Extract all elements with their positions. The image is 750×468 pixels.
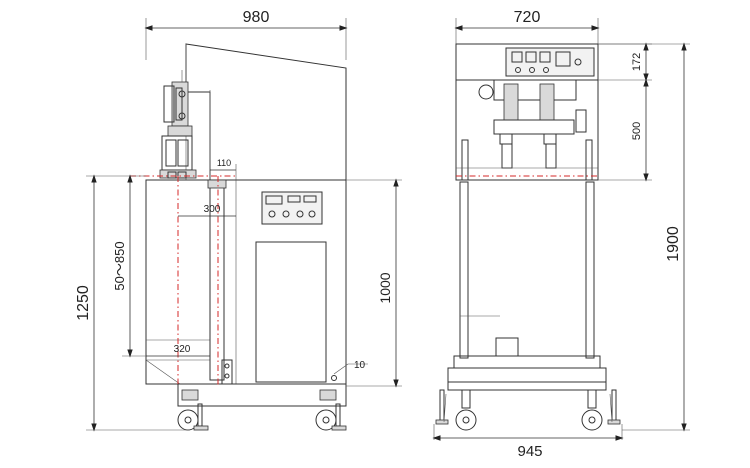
side-total-height-label: 1250 xyxy=(75,285,92,321)
front-frame xyxy=(447,181,607,391)
dim-10: 10 xyxy=(333,360,368,375)
front-mechanism xyxy=(455,79,599,181)
front-view: 720 xyxy=(432,9,690,460)
dim-50-850: 50～850 xyxy=(112,174,146,358)
side-view: 980 xyxy=(75,9,402,432)
dim-320: 320 xyxy=(146,344,210,357)
dim-945: 945 xyxy=(432,424,624,460)
head-height-label: 172 xyxy=(631,53,643,71)
adjust-range-label: 50～850 xyxy=(112,241,127,290)
side-base xyxy=(177,383,347,431)
label-10: 10 xyxy=(354,360,366,371)
dim-1900: 1900 xyxy=(598,42,690,432)
dim-500: 500 xyxy=(598,78,652,182)
dim-300: 300 xyxy=(178,204,236,217)
clamp-assembly xyxy=(159,70,197,179)
front-width-label: 720 xyxy=(514,9,541,26)
side-control-panel xyxy=(261,191,323,225)
label-300: 300 xyxy=(204,204,221,215)
front-head xyxy=(455,43,599,81)
body-height-label: 1000 xyxy=(377,272,393,303)
front-base-width-label: 945 xyxy=(517,443,542,460)
label-110: 110 xyxy=(217,158,231,168)
label-320: 320 xyxy=(174,344,191,355)
dim-1000: 1000 xyxy=(346,178,402,388)
dim-1250: 1250 xyxy=(75,174,190,432)
dim-980: 980 xyxy=(144,9,348,60)
side-main-body xyxy=(145,179,347,385)
dim-172: 172 xyxy=(598,42,652,82)
dim-110: 110 xyxy=(210,158,237,180)
front-total-height-label: 1900 xyxy=(665,226,682,262)
top-hood xyxy=(185,43,347,181)
side-door-panel xyxy=(255,241,327,383)
head-depth-label: 500 xyxy=(631,122,643,140)
side-width-label: 980 xyxy=(243,9,270,26)
side-centerlines xyxy=(130,175,238,386)
front-casters xyxy=(435,389,621,431)
